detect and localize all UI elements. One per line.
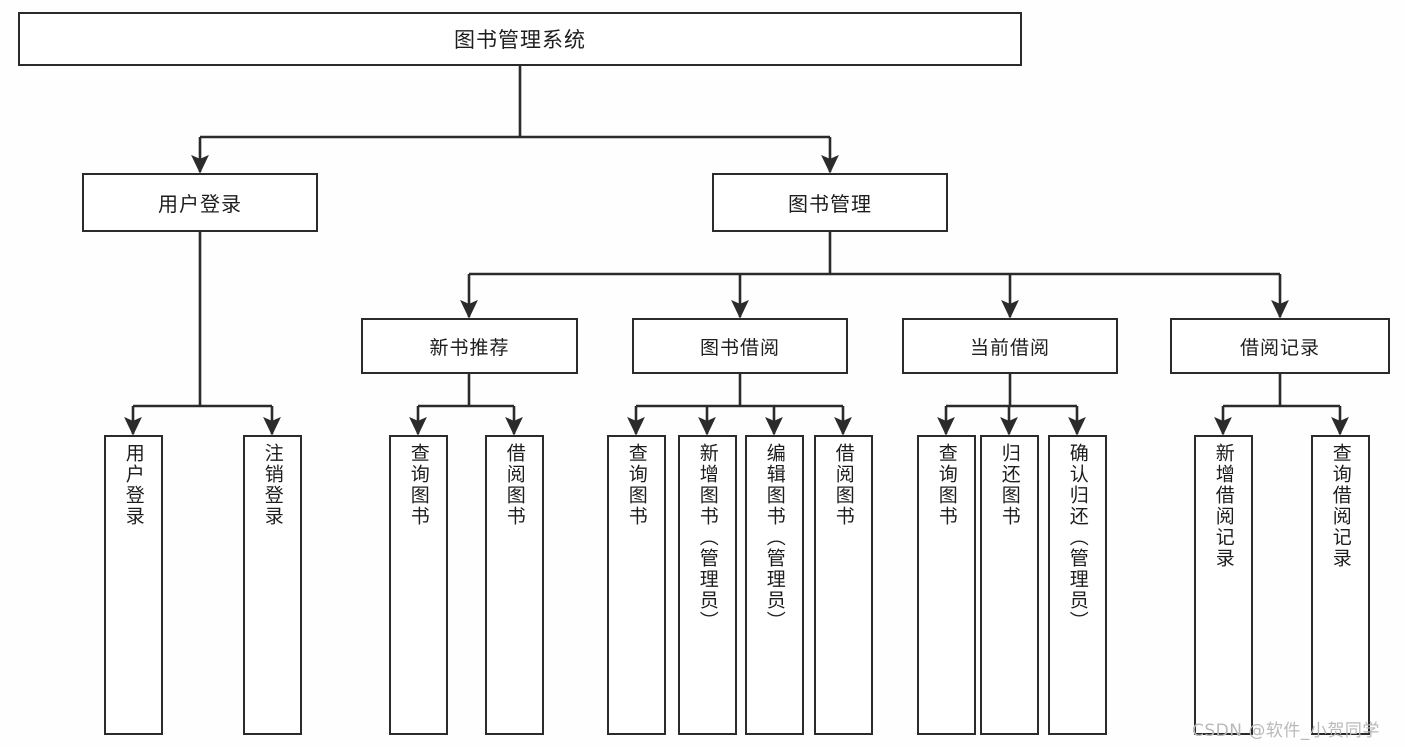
node-leaf-edit-book-admin[interactable]: 编辑图书（管理员）: [745, 435, 804, 735]
node-leaf-query-book-1[interactable]: 查询图书: [389, 435, 448, 735]
node-book-management[interactable]: 图书管理: [712, 173, 948, 232]
node-leaf-add-borrow-record[interactable]: 新增借阅记录: [1194, 435, 1253, 735]
node-borrow-record-label: 借阅记录: [1239, 336, 1320, 359]
node-leaf-borrow-book-1-label: 借阅图书: [503, 443, 526, 527]
node-borrow-record[interactable]: 借阅记录: [1170, 318, 1390, 374]
node-leaf-borrow-book-2-label: 借阅图书: [832, 443, 855, 527]
node-book-borrow[interactable]: 图书借阅: [632, 318, 848, 374]
node-leaf-query-book-2[interactable]: 查询图书: [607, 435, 666, 735]
node-leaf-query-book-3-label: 查询图书: [935, 443, 958, 527]
node-book-borrow-label: 图书借阅: [699, 336, 780, 359]
node-leaf-query-borrow-record[interactable]: 查询借阅记录: [1311, 435, 1370, 735]
node-root[interactable]: 图书管理系统: [18, 12, 1022, 66]
node-book-management-label: 图书管理: [788, 192, 872, 216]
watermark-text: CSDN @软件_小贺同学: [1192, 721, 1380, 741]
node-user-login[interactable]: 用户登录: [82, 173, 318, 232]
node-leaf-return-book[interactable]: 归还图书: [980, 435, 1039, 735]
node-leaf-query-book-2-label: 查询图书: [625, 443, 648, 527]
node-leaf-user-logout-label: 注销登录: [261, 443, 284, 527]
node-new-book-recommend-label: 新书推荐: [429, 336, 510, 359]
node-leaf-user-login-label: 用户登录: [122, 443, 145, 527]
node-leaf-return-book-label: 归还图书: [998, 443, 1021, 527]
node-current-borrow[interactable]: 当前借阅: [902, 318, 1118, 374]
node-leaf-query-book-1-label: 查询图书: [407, 443, 430, 527]
node-leaf-user-login[interactable]: 用户登录: [104, 435, 163, 735]
node-leaf-borrow-book-2[interactable]: 借阅图书: [814, 435, 873, 735]
node-leaf-query-book-3[interactable]: 查询图书: [917, 435, 976, 735]
node-leaf-borrow-book-1[interactable]: 借阅图书: [485, 435, 544, 735]
node-leaf-user-logout[interactable]: 注销登录: [243, 435, 302, 735]
node-leaf-add-borrow-record-label: 新增借阅记录: [1212, 443, 1235, 569]
node-leaf-add-book-admin[interactable]: 新增图书（管理员）: [678, 435, 737, 735]
node-leaf-confirm-return-admin[interactable]: 确认归还（管理员）: [1048, 435, 1107, 735]
node-leaf-edit-book-admin-label: 编辑图书（管理员）: [763, 443, 786, 632]
node-leaf-add-book-admin-label: 新增图书（管理员）: [696, 443, 719, 632]
node-user-login-label: 用户登录: [158, 192, 242, 216]
node-new-book-recommend[interactable]: 新书推荐: [361, 318, 578, 374]
node-root-label: 图书管理系统: [454, 28, 586, 52]
node-leaf-query-borrow-record-label: 查询借阅记录: [1329, 443, 1352, 569]
node-current-borrow-label: 当前借阅: [969, 336, 1050, 359]
node-leaf-confirm-return-admin-label: 确认归还（管理员）: [1066, 443, 1089, 632]
